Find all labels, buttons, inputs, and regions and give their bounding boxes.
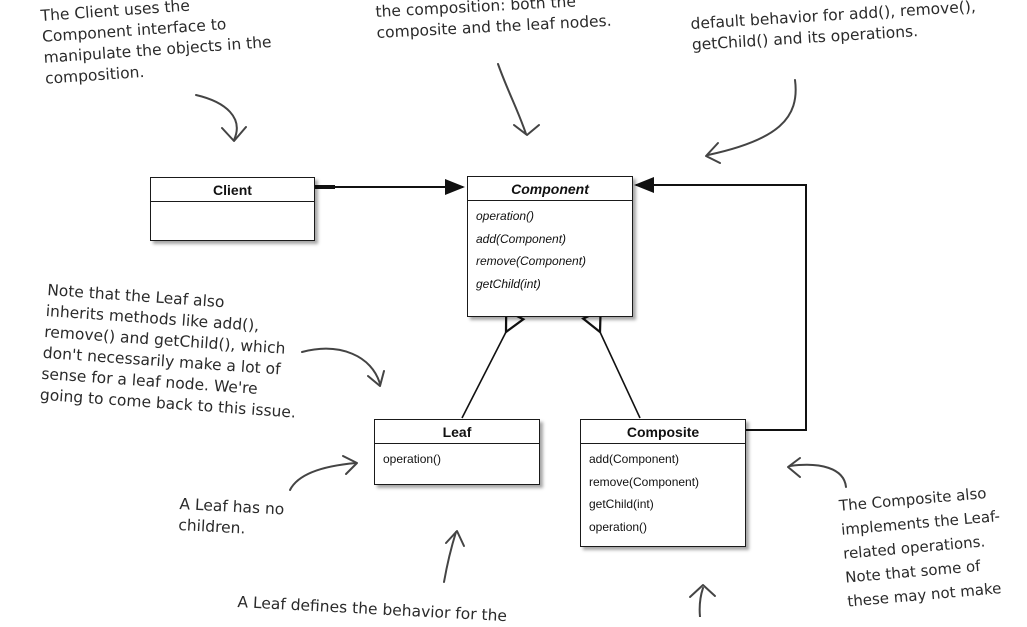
component-method: remove(Component) (476, 254, 587, 268)
leaf-class-name: Leaf (375, 420, 539, 444)
client-class-body (151, 202, 314, 210)
client-note: The Client uses the Component interface … (40, 0, 273, 88)
leaf-methods: operation() (375, 444, 539, 475)
component-note-arrow (497, 63, 527, 135)
composite-component-association (634, 177, 807, 431)
composite-inherits-arrow (581, 308, 641, 419)
composite-note-arrow (789, 463, 847, 488)
composite-method: add(Component) (589, 452, 680, 466)
leaf-method: operation() (383, 452, 442, 466)
client-class-box: Client (150, 177, 315, 241)
composite-method: remove(Component) (589, 474, 700, 489)
component-class-box: Component operation() add(Component) rem… (467, 176, 633, 317)
component-class-name: Component (468, 177, 632, 201)
composite-method: operation() (589, 519, 648, 534)
composite-note: The Composite also implements the Leaf- … (838, 484, 1003, 611)
client-class-name: Client (151, 178, 314, 202)
leaf-inherits-note-arrow (301, 347, 381, 385)
composite-methods: add(Component) remove(Component) getChil… (581, 444, 745, 542)
leaf-inherits-arrow (461, 308, 526, 419)
leaf-children-note: A Leaf has no children. (177, 494, 285, 538)
bottom-right-arrow (698, 587, 704, 617)
client-note-arrow (195, 94, 238, 141)
leaf-defines-note-arrow (443, 531, 457, 583)
component-method: add(Component) (476, 231, 567, 246)
composite-class-name: Composite (581, 420, 745, 444)
composite-class-box: Composite add(Component) remove(Componen… (580, 419, 746, 547)
component-methods: operation() add(Component) remove(Compon… (468, 201, 632, 299)
component-method: operation() (476, 209, 535, 223)
component-method: getChild(int) (476, 276, 541, 291)
composite-method: getChild(int) (589, 497, 654, 511)
leaf-inherits-note: Note that the Leaf also inherits methods… (39, 280, 297, 422)
default-note-arrow (707, 79, 797, 156)
leaf-class-box: Leaf operation() (374, 419, 540, 485)
leaf-children-note-arrow (289, 462, 357, 491)
